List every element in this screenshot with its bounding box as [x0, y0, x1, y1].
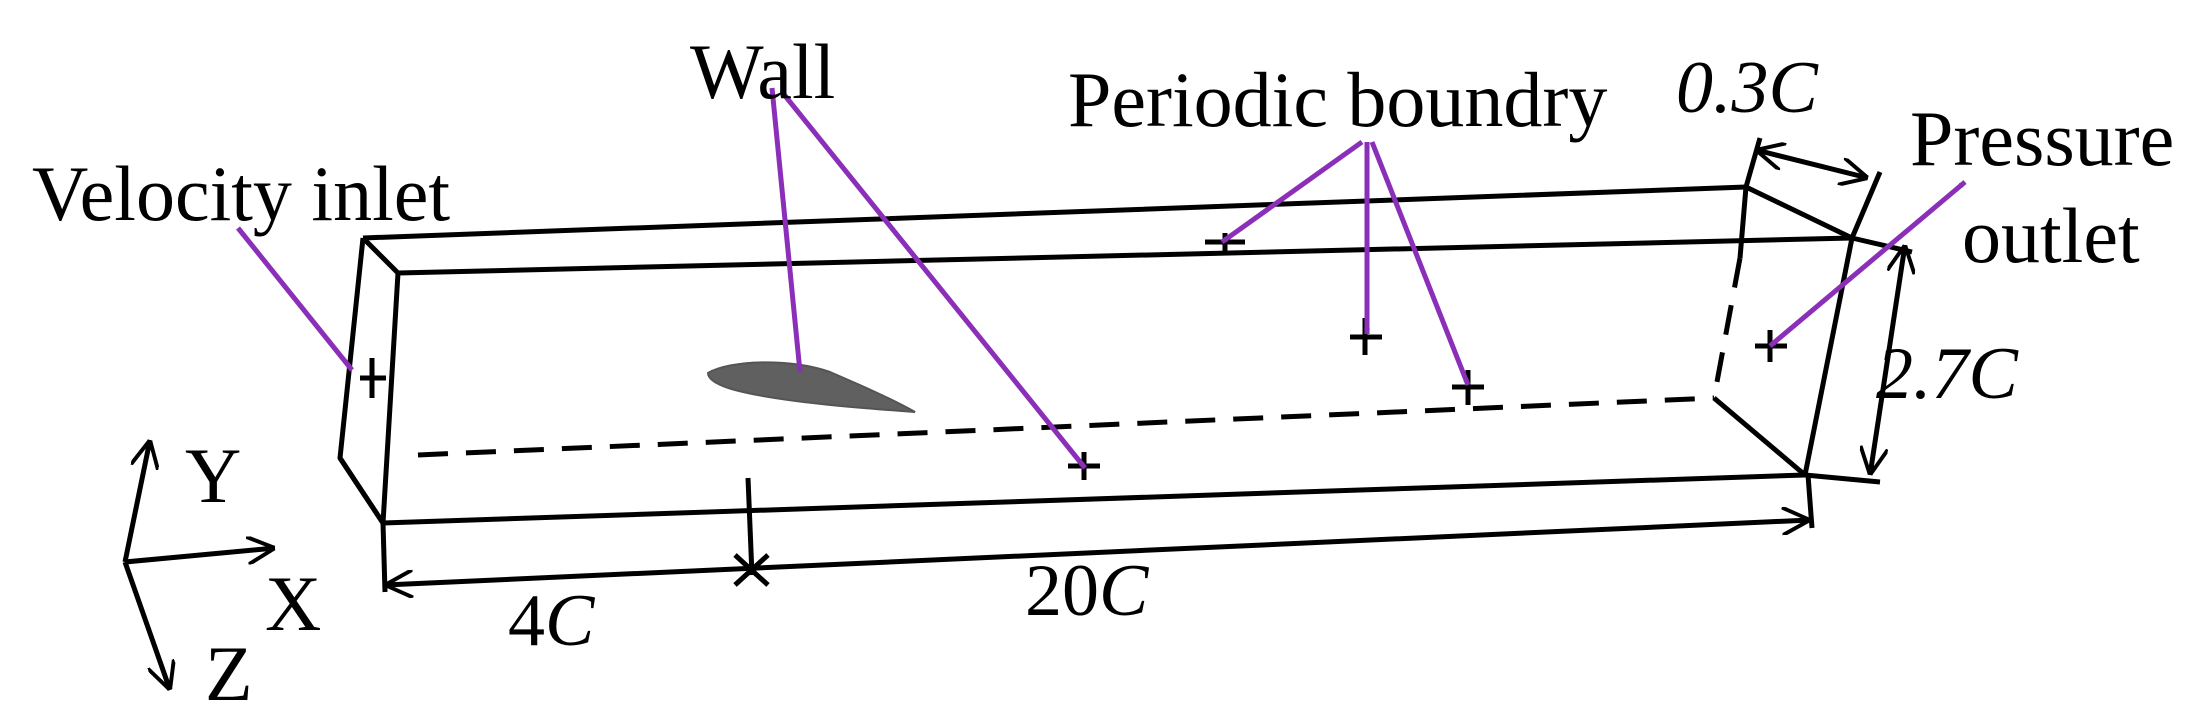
outlet-bottom-edge [1712, 396, 1807, 477]
z-axis-label: Z [205, 630, 253, 717]
periodic-arrow-back [1369, 141, 1471, 386]
velocity-inlet-label: Velocity inlet [32, 150, 450, 237]
domain-box [337, 184, 1855, 526]
span-extension-left [1743, 137, 1763, 188]
annotation-arrows [236, 87, 1967, 470]
inlet-bottom-edge [337, 456, 386, 525]
length-extension-right [1805, 474, 1815, 529]
z-axis-arrow [122, 561, 170, 690]
length-dimension-label: 20C [1025, 550, 1150, 632]
wall-arrow-bottom [780, 90, 1087, 470]
length-dimension-line [385, 520, 1810, 585]
span-dimension-label: 0.3C [1676, 47, 1820, 129]
pressure-outlet-label-line1: Pressure [1910, 95, 2174, 182]
inlet-arrow [236, 226, 354, 372]
y-axis-arrow [122, 440, 150, 563]
domain-top-front-edge [397, 235, 1853, 276]
marker-inlet [360, 358, 386, 398]
outlet-arrow [1768, 180, 1967, 348]
outlet-top-edge [1744, 184, 1854, 241]
outlet-front-vertical-edge [1802, 237, 1855, 476]
wall-arrow-airfoil [769, 87, 803, 373]
height-dimension-label: 2.7C [1876, 333, 2020, 415]
span-dimension-line [1756, 150, 1868, 178]
upstream-cross-b [733, 553, 770, 587]
coordinate-axes [122, 440, 275, 690]
periodic-arrow-top [1220, 139, 1364, 245]
x-axis-arrow [124, 548, 275, 562]
height-extension-bottom [1804, 472, 1881, 485]
hidden-outlet-back-edge [1711, 257, 1743, 399]
wall-label: Wall [690, 28, 835, 115]
upstream-dimension-label: 4C [508, 580, 596, 662]
marker-side-2 [1452, 370, 1484, 405]
airfoil-shape [706, 361, 916, 413]
hidden-bottom-back-edge [417, 395, 1715, 458]
upstream-tick [745, 477, 755, 576]
span-extension-right [1849, 171, 1883, 239]
domain-bottom-front-edge [382, 472, 1806, 526]
x-axis-label: X [265, 560, 321, 647]
dimension-lines [380, 137, 1912, 593]
length-extension-left [380, 522, 388, 593]
periodic-boundary-label: Periodic boundry [1068, 56, 1607, 143]
y-axis-label: Y [185, 432, 241, 519]
pressure-outlet-label-line2: outlet [1962, 192, 2140, 279]
hidden-edges [417, 257, 1743, 458]
